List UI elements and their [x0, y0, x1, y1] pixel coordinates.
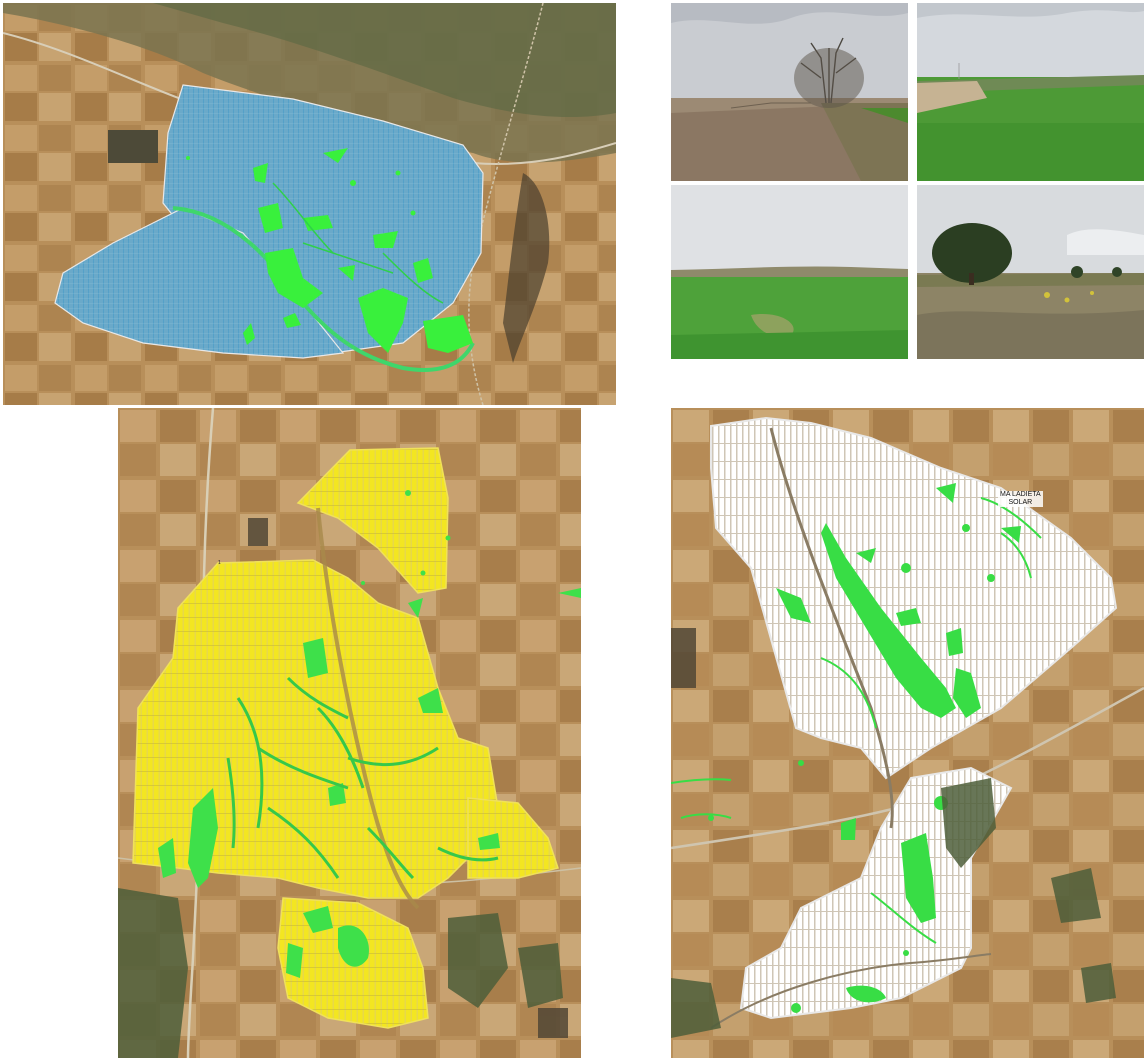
project-name-line2: SOLAR — [1008, 499, 1033, 506]
project-name-label: MA LADIETA SOLAR — [998, 491, 1043, 507]
map-blue-layout[interactable] — [3, 3, 616, 405]
map-yellow-tag: 1 — [218, 560, 221, 566]
photo-green-horizon[interactable] — [671, 185, 908, 359]
photo-green-wheat[interactable] — [917, 3, 1144, 181]
project-name-line1: MA LADIETA — [1000, 491, 1041, 498]
pv-block-main — [132, 559, 499, 899]
map-yellow-layout[interactable]: 1 — [118, 408, 581, 1058]
map-white-layout[interactable]: MA LADIETA SOLAR — [671, 408, 1144, 1058]
photo-dirt-track[interactable] — [671, 3, 908, 181]
pv-block-northeast — [296, 447, 449, 594]
photo-holm-oak[interactable] — [917, 185, 1144, 359]
pv-block-north — [710, 416, 1118, 780]
